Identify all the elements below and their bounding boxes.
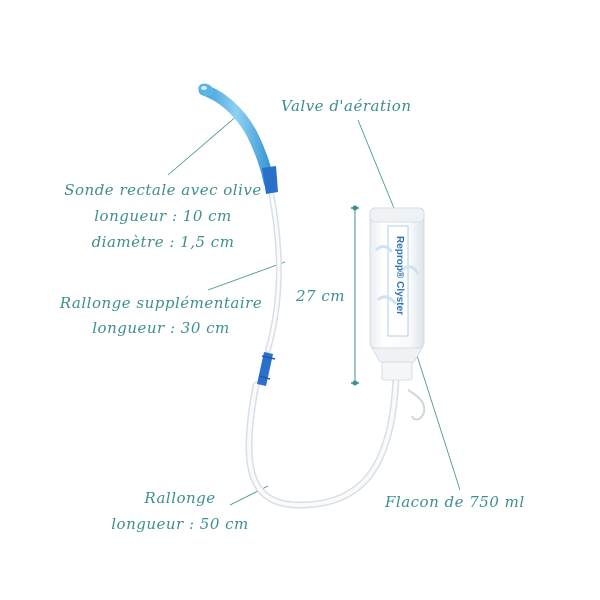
- blue-connector: [257, 352, 276, 386]
- bottle-brand-label: Reprop® Clyster: [391, 225, 409, 325]
- cap-strap: [407, 389, 426, 421]
- enema-bottle: [369, 207, 425, 381]
- leader-flask: [411, 339, 461, 491]
- leader-extension: [207, 261, 286, 291]
- long-hose: [245, 374, 400, 509]
- label-probe-length: longueur : 10 cm: [94, 207, 232, 225]
- label-extension-length: longueur : 30 cm: [92, 319, 230, 337]
- height-dimension-marker: [351, 205, 359, 386]
- rectal-probe: [198, 83, 278, 194]
- label-extension-title: Rallonge supplémentaire: [59, 294, 263, 312]
- bottle-brand-text: Reprop® Clyster: [394, 235, 406, 315]
- label-hose-length: longueur : 50 cm: [111, 515, 249, 533]
- leader-lines: [167, 114, 461, 506]
- leader-valve: [357, 119, 399, 219]
- leader-probe: [167, 114, 239, 176]
- label-probe-title: Sonde rectale avec olive: [64, 181, 262, 199]
- label-height: 27 cm: [296, 287, 345, 305]
- label-valve: Valve d'aération: [281, 97, 412, 115]
- label-hose-title: Rallonge: [144, 489, 216, 507]
- label-probe-diameter: diamètre : 1,5 cm: [91, 233, 235, 251]
- label-flask: Flacon de 750 ml: [385, 493, 525, 511]
